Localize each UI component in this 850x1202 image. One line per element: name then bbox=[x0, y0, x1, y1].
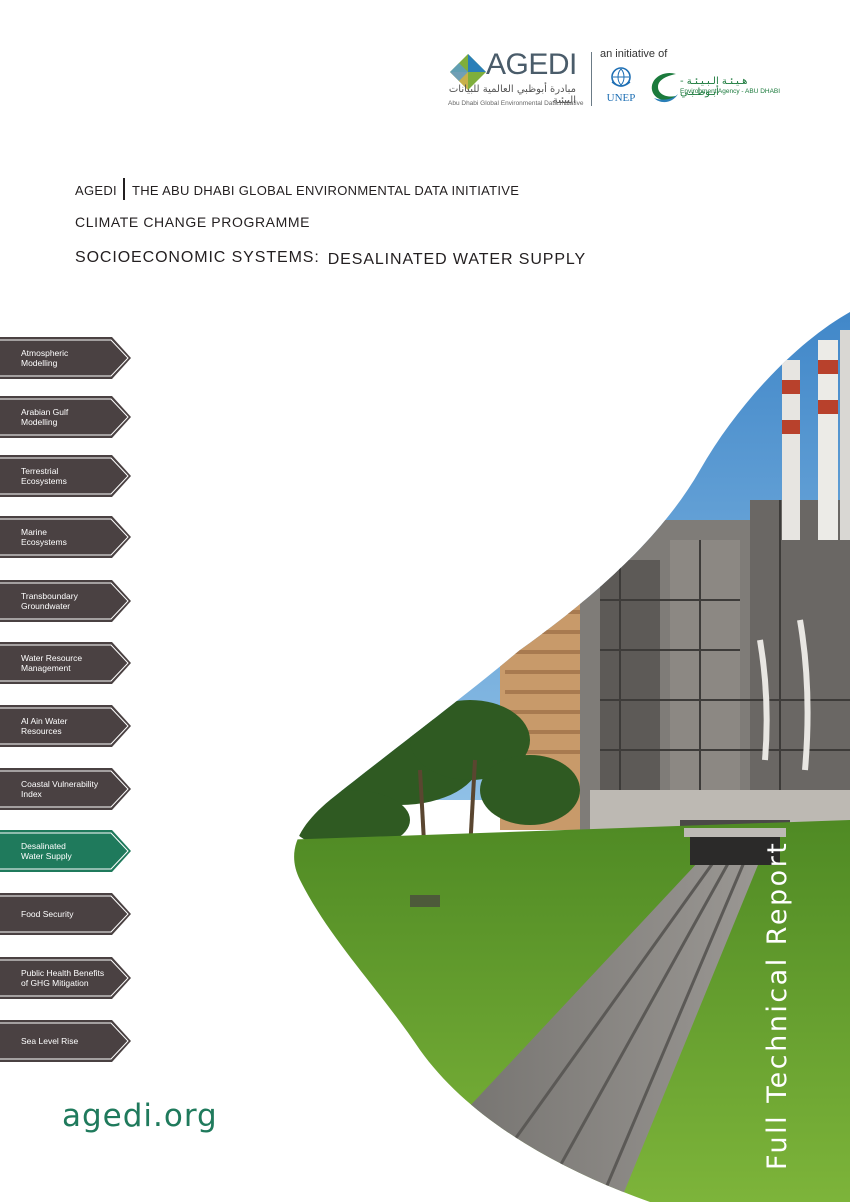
nav-item-label: Transboundary Groundwater bbox=[21, 590, 78, 612]
nav-arrow-shape bbox=[0, 830, 131, 872]
nav-arrow-shape bbox=[0, 580, 131, 622]
nav-item-label: Sea Level Rise bbox=[21, 1035, 79, 1046]
nav-item-atmospheric-modelling[interactable]: Atmospheric Modelling bbox=[0, 336, 132, 380]
org-acronym: AGEDI bbox=[75, 183, 117, 198]
report-org-line: AGEDI THE ABU DHABI GLOBAL ENVIRONMENTAL … bbox=[75, 178, 519, 200]
nav-item-al-ain-water-resources[interactable]: Al Ain Water Resources bbox=[0, 704, 132, 748]
nav-arrow-shape bbox=[0, 642, 131, 684]
unep-label: UNEP bbox=[606, 92, 636, 104]
report-subject-line: SOCIOECONOMIC SYSTEMS: DESALINATED WATER … bbox=[75, 249, 587, 268]
nav-item-terrestrial-ecosystems[interactable]: Terrestrial Ecosystems bbox=[0, 454, 132, 498]
ead-logo: هـيـئـة الـبـيـئـة - أبـوظـبـي Environme… bbox=[646, 66, 781, 108]
nav-arrow-shape bbox=[0, 516, 131, 558]
initiative-label: an initiative of bbox=[600, 48, 668, 60]
nav-arrow-shape bbox=[0, 768, 131, 810]
nav-arrow-shape bbox=[0, 396, 131, 438]
nav-item-label: Al Ain Water Resources bbox=[21, 715, 68, 737]
nav-arrow-shape bbox=[0, 455, 131, 497]
agedi-tagline: Abu Dhabi Global Environmental Data Init… bbox=[448, 100, 584, 107]
nav-item-label: Terrestrial Ecosystems bbox=[21, 465, 67, 487]
system-name: SOCIOECONOMIC SYSTEMS: bbox=[75, 249, 320, 266]
nav-item-label: Atmospheric Modelling bbox=[21, 347, 69, 369]
nav-item-label: Food Security bbox=[21, 908, 74, 919]
nav-arrow-shape bbox=[0, 957, 131, 999]
nav-item-label: Arabian Gulf Modelling bbox=[21, 406, 69, 428]
subject-name: DESALINATED WATER SUPPLY bbox=[327, 251, 587, 268]
nav-item-coastal-vulnerability-index[interactable]: Coastal Vulnerability Index bbox=[0, 767, 132, 811]
title-separator bbox=[122, 178, 125, 200]
site-link[interactable]: agedi.org bbox=[62, 1098, 218, 1134]
nav-item-water-resource-management[interactable]: Water Resource Management bbox=[0, 641, 132, 685]
nav-item-label: Coastal Vulnerability Index bbox=[21, 778, 99, 800]
nav-item-label: Desalinated Water Supply bbox=[21, 840, 72, 862]
unep-logo: UNEP bbox=[600, 66, 640, 110]
nav-item-food-security[interactable]: Food Security bbox=[0, 892, 132, 936]
logo-divider bbox=[591, 52, 592, 106]
nav-item-marine-ecosystems[interactable]: Marine Ecosystems bbox=[0, 515, 132, 559]
nav-item-desalinated-water-supply[interactable]: Desalinated Water Supply bbox=[0, 829, 132, 873]
agedi-diamond-icon bbox=[450, 54, 486, 90]
programme-title: CLIMATE CHANGE PROGRAMME bbox=[75, 214, 311, 230]
agedi-wordmark: AGEDI bbox=[486, 48, 577, 81]
unep-globe-icon bbox=[611, 67, 631, 87]
nav-item-public-health-benefits[interactable]: Public Health Benefits of GHG Mitigation bbox=[0, 956, 132, 1000]
nav-item-sea-level-rise[interactable]: Sea Level Rise bbox=[0, 1019, 132, 1063]
ead-arabic-name: هـيـئـة الـبـيـئـة - أبـوظـبـي bbox=[680, 76, 748, 98]
nav-item-label: Marine Ecosystems bbox=[21, 526, 67, 548]
org-full-name: THE ABU DHABI GLOBAL ENVIRONMENTAL DATA … bbox=[131, 183, 520, 198]
nav-arrow-shape bbox=[0, 893, 131, 935]
nav-arrow-shape bbox=[0, 705, 131, 747]
nav-item-label: Public Health Benefits of GHG Mitigation bbox=[21, 967, 105, 989]
agedi-logo: AGEDI مبادرة أبوظبي العالمية للبيانات ال… bbox=[448, 46, 588, 116]
nav-arrow-shape bbox=[0, 1020, 131, 1062]
nav-item-arabian-gulf-modelling[interactable]: Arabian Gulf Modelling bbox=[0, 395, 132, 439]
agedi-arabic-name: مبادرة أبوظبي العالمية للبيانات البيئية bbox=[448, 84, 576, 106]
ead-english-name: Environment Agency - ABU DHABI bbox=[680, 88, 781, 95]
ead-swirl-icon bbox=[651, 72, 678, 103]
nav-item-transboundary-groundwater[interactable]: Transboundary Groundwater bbox=[0, 579, 132, 623]
nav-item-label: Water Resource Management bbox=[21, 652, 83, 674]
report-type-title: Full Technical Report bbox=[762, 840, 793, 1170]
nav-arrow-shape bbox=[0, 337, 131, 379]
